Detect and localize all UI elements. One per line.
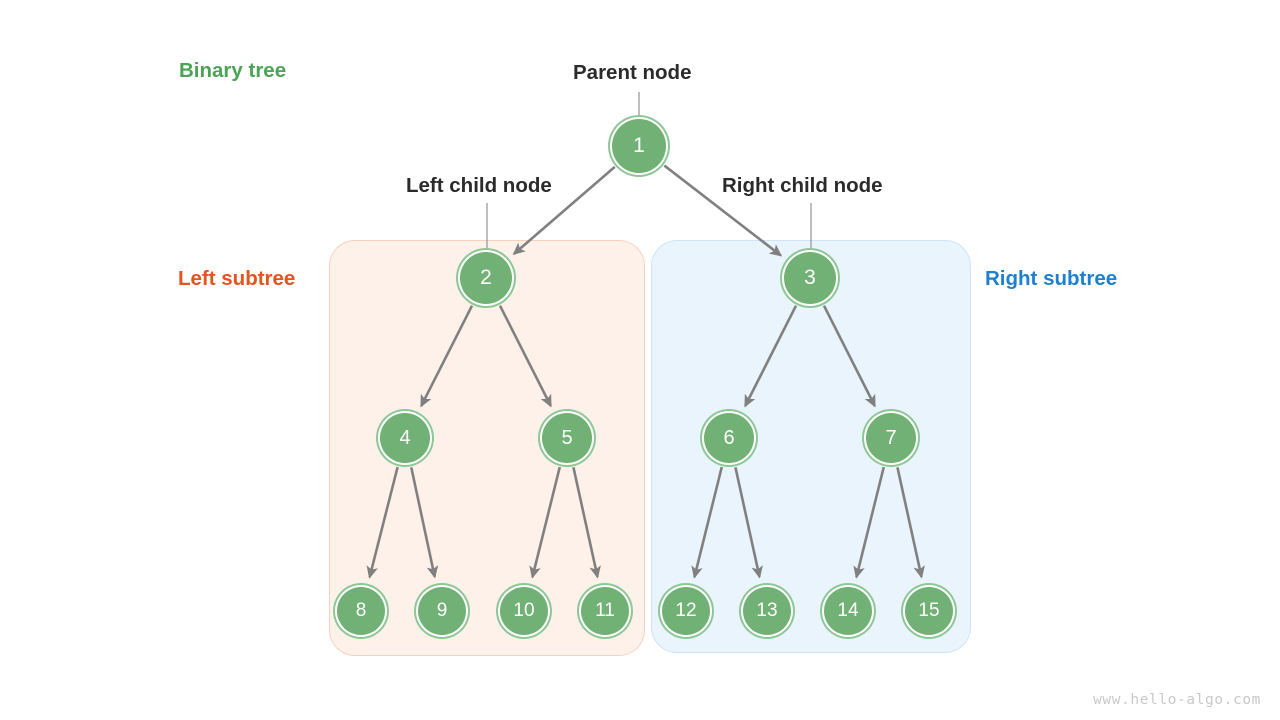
tree-edge-7-15 [896, 467, 925, 579]
tree-node-value: 13 [756, 600, 778, 621]
pointer-group [486, 92, 812, 250]
left-subtree-label: Left subtree [178, 267, 296, 290]
tree-node-5[interactable]: 5 [542, 413, 592, 463]
parent-node-label: Parent node [573, 61, 692, 84]
right-subtree-label: Right subtree [985, 267, 1118, 290]
tree-node-1[interactable]: 1 [612, 119, 666, 173]
tree-node-value: 10 [513, 600, 535, 621]
tree-node-value: 11 [595, 600, 615, 621]
tree-node-value: 15 [918, 600, 940, 621]
tree-node-13[interactable]: 13 [743, 587, 791, 635]
tree-node-6[interactable]: 6 [704, 413, 754, 463]
tree-node-12[interactable]: 12 [662, 587, 710, 635]
tree-node-value: 6 [723, 426, 735, 449]
right-child-node-label: Right child node [722, 174, 883, 197]
tree-edge-7-14 [853, 466, 886, 579]
tree-node-value: 12 [675, 600, 697, 621]
watermark: www.hello-algo.com [1093, 692, 1261, 708]
tree-edge-3-7 [822, 305, 876, 408]
tree-edge-5-11 [572, 467, 601, 579]
tree-node-11[interactable]: 11 [581, 587, 629, 635]
tree-node-value: 7 [885, 426, 897, 449]
tree-node-7[interactable]: 7 [866, 413, 916, 463]
tree-node-3[interactable]: 3 [784, 252, 836, 304]
tree-edge-6-12 [691, 466, 724, 579]
tree-node-8[interactable]: 8 [337, 587, 385, 635]
tree-node-2[interactable]: 2 [460, 252, 512, 304]
tree-node-9[interactable]: 9 [418, 587, 466, 635]
tree-edge-1-3 [663, 164, 783, 257]
tree-edge-6-13 [734, 467, 763, 579]
tree-node-value: 2 [480, 266, 492, 289]
tree-node-10[interactable]: 10 [500, 587, 548, 635]
tree-node-4[interactable]: 4 [380, 413, 430, 463]
edge-group [366, 164, 925, 579]
tree-node-value: 1 [633, 134, 645, 157]
tree-edge-2-4 [420, 305, 474, 408]
left-child-node-label: Left child node [406, 174, 552, 197]
tree-node-14[interactable]: 14 [824, 587, 872, 635]
tree-node-value: 5 [561, 426, 573, 449]
tree-edge-3-6 [744, 305, 798, 408]
diagram-title: Binary tree [179, 59, 287, 82]
tree-node-value: 3 [804, 266, 816, 289]
tree-edge-1-2 [512, 165, 616, 256]
tree-edge-2-5 [498, 305, 552, 408]
tree-node-value: 8 [355, 600, 367, 621]
tree-node-value: 14 [837, 600, 859, 621]
tree-node-15[interactable]: 15 [905, 587, 953, 635]
tree-node-value: 9 [436, 600, 448, 621]
tree-edge-4-8 [366, 466, 399, 579]
right-subtree-box [651, 240, 971, 653]
tree-node-value: 4 [399, 426, 411, 449]
tree-edge-4-9 [410, 467, 439, 579]
tree-edge-5-10 [529, 466, 562, 579]
